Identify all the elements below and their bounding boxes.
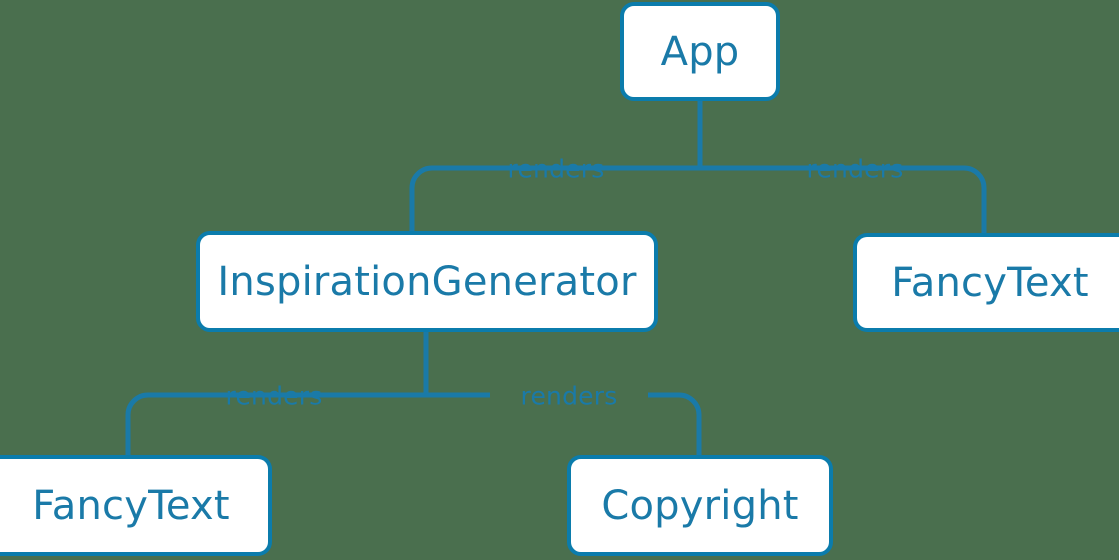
node-app-label: App bbox=[660, 28, 740, 75]
node-copyright[interactable]: Copyright bbox=[567, 455, 833, 556]
edge-label-inspirationgenerator-fancytext: renders bbox=[225, 381, 323, 411]
edge-elbow-left-bottom bbox=[125, 392, 203, 458]
edge-elbow-right-top bbox=[963, 165, 987, 233]
node-inspirationgenerator[interactable]: InspirationGenerator bbox=[196, 231, 658, 332]
node-fancytext-bottom[interactable]: FancyText bbox=[0, 455, 272, 556]
edge-elbow-left-top bbox=[409, 165, 486, 233]
edge-label-app-fancytext: renders bbox=[806, 154, 904, 184]
node-copyright-label: Copyright bbox=[601, 482, 799, 529]
edge-label-app-inspirationgenerator: renders bbox=[507, 154, 605, 184]
edge-elbow-right-bottom bbox=[678, 392, 702, 458]
node-fancytext-right-label: FancyText bbox=[891, 259, 1089, 306]
node-inspirationgenerator-label: InspirationGenerator bbox=[217, 258, 637, 305]
node-fancytext-bottom-label: FancyText bbox=[32, 482, 230, 529]
edge-label-inspirationgenerator-copyright: renders bbox=[520, 381, 618, 411]
node-app[interactable]: App bbox=[620, 2, 780, 101]
node-fancytext-right[interactable]: FancyText bbox=[853, 233, 1119, 332]
